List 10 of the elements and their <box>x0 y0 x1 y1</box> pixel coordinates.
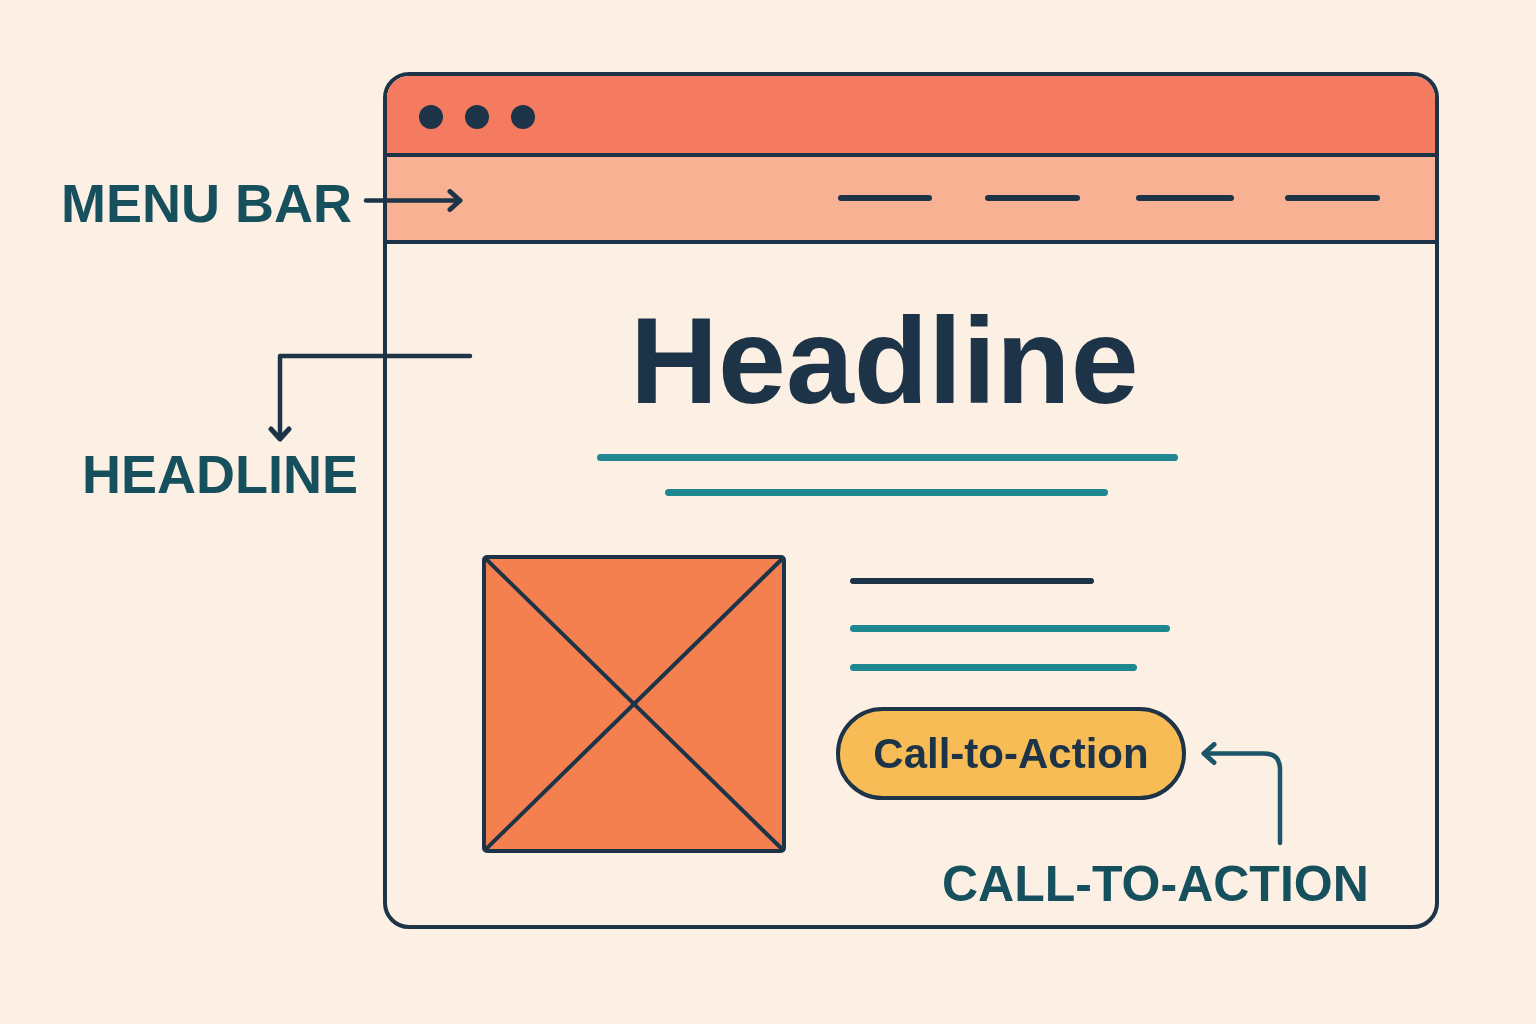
arrow <box>268 353 473 442</box>
annotation-label: CALL-TO-ACTION <box>942 859 1369 909</box>
browser-window <box>383 72 1439 929</box>
annotation-label: MENU BAR <box>61 176 352 230</box>
headline-text: Headline <box>630 300 1139 422</box>
arrow <box>363 189 463 212</box>
annotation-label: HEADLINE <box>82 447 358 501</box>
arrow <box>1201 742 1283 846</box>
call-to-action-button: Call-to-Action <box>836 707 1186 800</box>
menu-bar <box>387 157 1435 244</box>
